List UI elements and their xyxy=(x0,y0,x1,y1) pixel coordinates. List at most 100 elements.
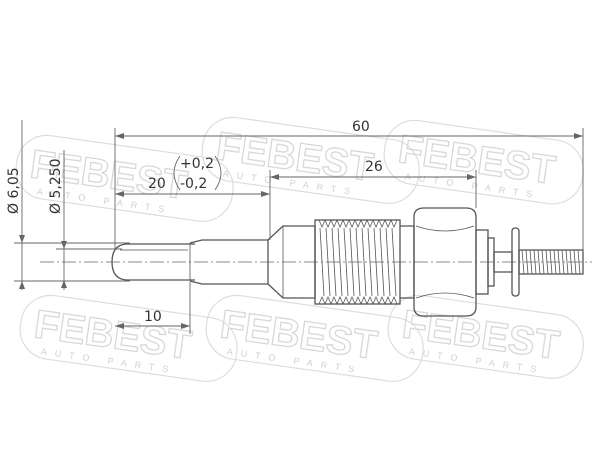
thread-tooth xyxy=(348,295,356,305)
terminal-thread-line xyxy=(553,249,557,275)
thread-tooth xyxy=(342,295,350,305)
dim-diameter-inner: Ø 5,250 xyxy=(48,150,122,290)
thread-tooth xyxy=(384,295,392,305)
terminal-thread-line xyxy=(573,249,577,275)
thread-line xyxy=(391,227,397,297)
watermark-logo-3: FEBEST AUTO PARTS xyxy=(383,119,584,205)
dim-thread-length: 26 xyxy=(269,159,477,240)
arrow xyxy=(115,133,124,139)
terminal-stud xyxy=(518,249,584,275)
arrow xyxy=(61,280,67,288)
terminal-rod xyxy=(493,251,513,273)
thread-line xyxy=(349,227,355,297)
terminal-thread-line xyxy=(549,249,553,275)
thread-tooth xyxy=(324,295,332,305)
thread-tooth xyxy=(360,295,368,305)
thread-line xyxy=(379,227,385,297)
terminal-thread-line xyxy=(561,249,565,275)
terminal-thread-line xyxy=(545,249,549,275)
terminal-thread-line xyxy=(541,249,545,275)
terminal-thread xyxy=(521,249,581,275)
thread-tooth xyxy=(390,295,398,305)
terminal-thread-line xyxy=(521,249,525,275)
thread-line xyxy=(361,227,367,297)
watermark-logo-6: FEBEST AUTO PARTS xyxy=(387,294,584,379)
glow-plug-body xyxy=(111,207,584,317)
thread-tooth xyxy=(354,295,362,305)
watermark-border xyxy=(201,116,420,204)
dim-thread-length-label: 26 xyxy=(365,159,383,175)
dim-diameter-outer: Ø 6,05 xyxy=(6,120,130,290)
arrow xyxy=(19,281,25,289)
arrow xyxy=(115,191,124,197)
thread-tooth xyxy=(336,295,344,305)
heater-tip xyxy=(111,243,195,281)
thread-tooth xyxy=(378,219,386,229)
thread-tooth xyxy=(336,219,344,229)
terminal-thread-line xyxy=(565,249,569,275)
thread-line xyxy=(337,227,343,297)
thread-tooth xyxy=(390,219,398,229)
thread-teeth xyxy=(318,219,398,305)
arrow xyxy=(61,241,67,249)
hex-face-upper xyxy=(415,225,475,232)
watermark-logo-5: FEBEST AUTO PARTS xyxy=(205,294,424,382)
thread-tooth xyxy=(366,295,374,305)
watermark-border xyxy=(15,134,234,222)
dim-tip-offset: 20 +0,2 -0,2 xyxy=(115,155,270,197)
thread-tooth xyxy=(354,219,362,229)
thread-line xyxy=(319,227,325,297)
thread-line xyxy=(355,227,361,297)
thread-tooth xyxy=(372,295,380,305)
terminal-thread-line xyxy=(577,249,581,275)
watermark-logo-2: FEBEST AUTO PARTS xyxy=(201,116,420,204)
arrow xyxy=(467,174,476,180)
thread-body xyxy=(314,219,401,305)
thread-tooth xyxy=(366,219,374,229)
thread-tooth xyxy=(378,295,386,305)
thread-line xyxy=(331,227,337,297)
thread-line xyxy=(325,227,331,297)
arrow xyxy=(270,174,279,180)
terminal-thread-line xyxy=(529,249,533,275)
watermark-border xyxy=(387,294,584,379)
dim-tip-length: 10 xyxy=(115,282,191,334)
tolerance-minus-label: -0,2 xyxy=(180,176,207,192)
thread-tooth xyxy=(324,219,332,229)
arrow xyxy=(574,133,583,139)
tolerance-plus-label: +0,2 xyxy=(180,156,214,172)
dim-overall-length-label: 60 xyxy=(352,119,370,135)
terminal-thread-line xyxy=(533,249,537,275)
thread-tooth xyxy=(372,219,380,229)
dim-overall-length: 60 xyxy=(114,119,584,252)
dim-diameter-inner-label: Ø 5,250 xyxy=(48,158,64,214)
terminal-thread-line xyxy=(537,249,541,275)
thread-tooth xyxy=(318,295,326,305)
thread-tooth xyxy=(384,219,392,229)
thread-line xyxy=(367,227,373,297)
terminal-thread-line xyxy=(569,249,573,275)
thread-tooth xyxy=(330,219,338,229)
arrow xyxy=(19,235,25,243)
thread-tooth xyxy=(330,295,338,305)
dim-diameter-outer-label: Ø 6,05 xyxy=(6,167,22,214)
arrow xyxy=(261,191,270,197)
thread-line xyxy=(373,227,379,297)
tolerance-bracket-right xyxy=(214,155,222,191)
arrow xyxy=(115,323,124,329)
arrow xyxy=(181,323,190,329)
dim-tip-offset-label: 20 xyxy=(148,176,166,192)
hex-nut xyxy=(413,207,477,317)
thread-tooth xyxy=(342,219,350,229)
sheath xyxy=(189,239,269,285)
watermark-border xyxy=(205,294,424,382)
thread-line xyxy=(385,227,391,297)
watermark-border xyxy=(19,294,238,382)
terminal-thread-line xyxy=(557,249,561,275)
terminal-thread-line xyxy=(525,249,529,275)
thread-tooth xyxy=(348,219,356,229)
tolerance-bracket xyxy=(173,155,181,191)
dim-tip-length-label: 10 xyxy=(144,309,162,325)
thread-tooth xyxy=(318,219,326,229)
